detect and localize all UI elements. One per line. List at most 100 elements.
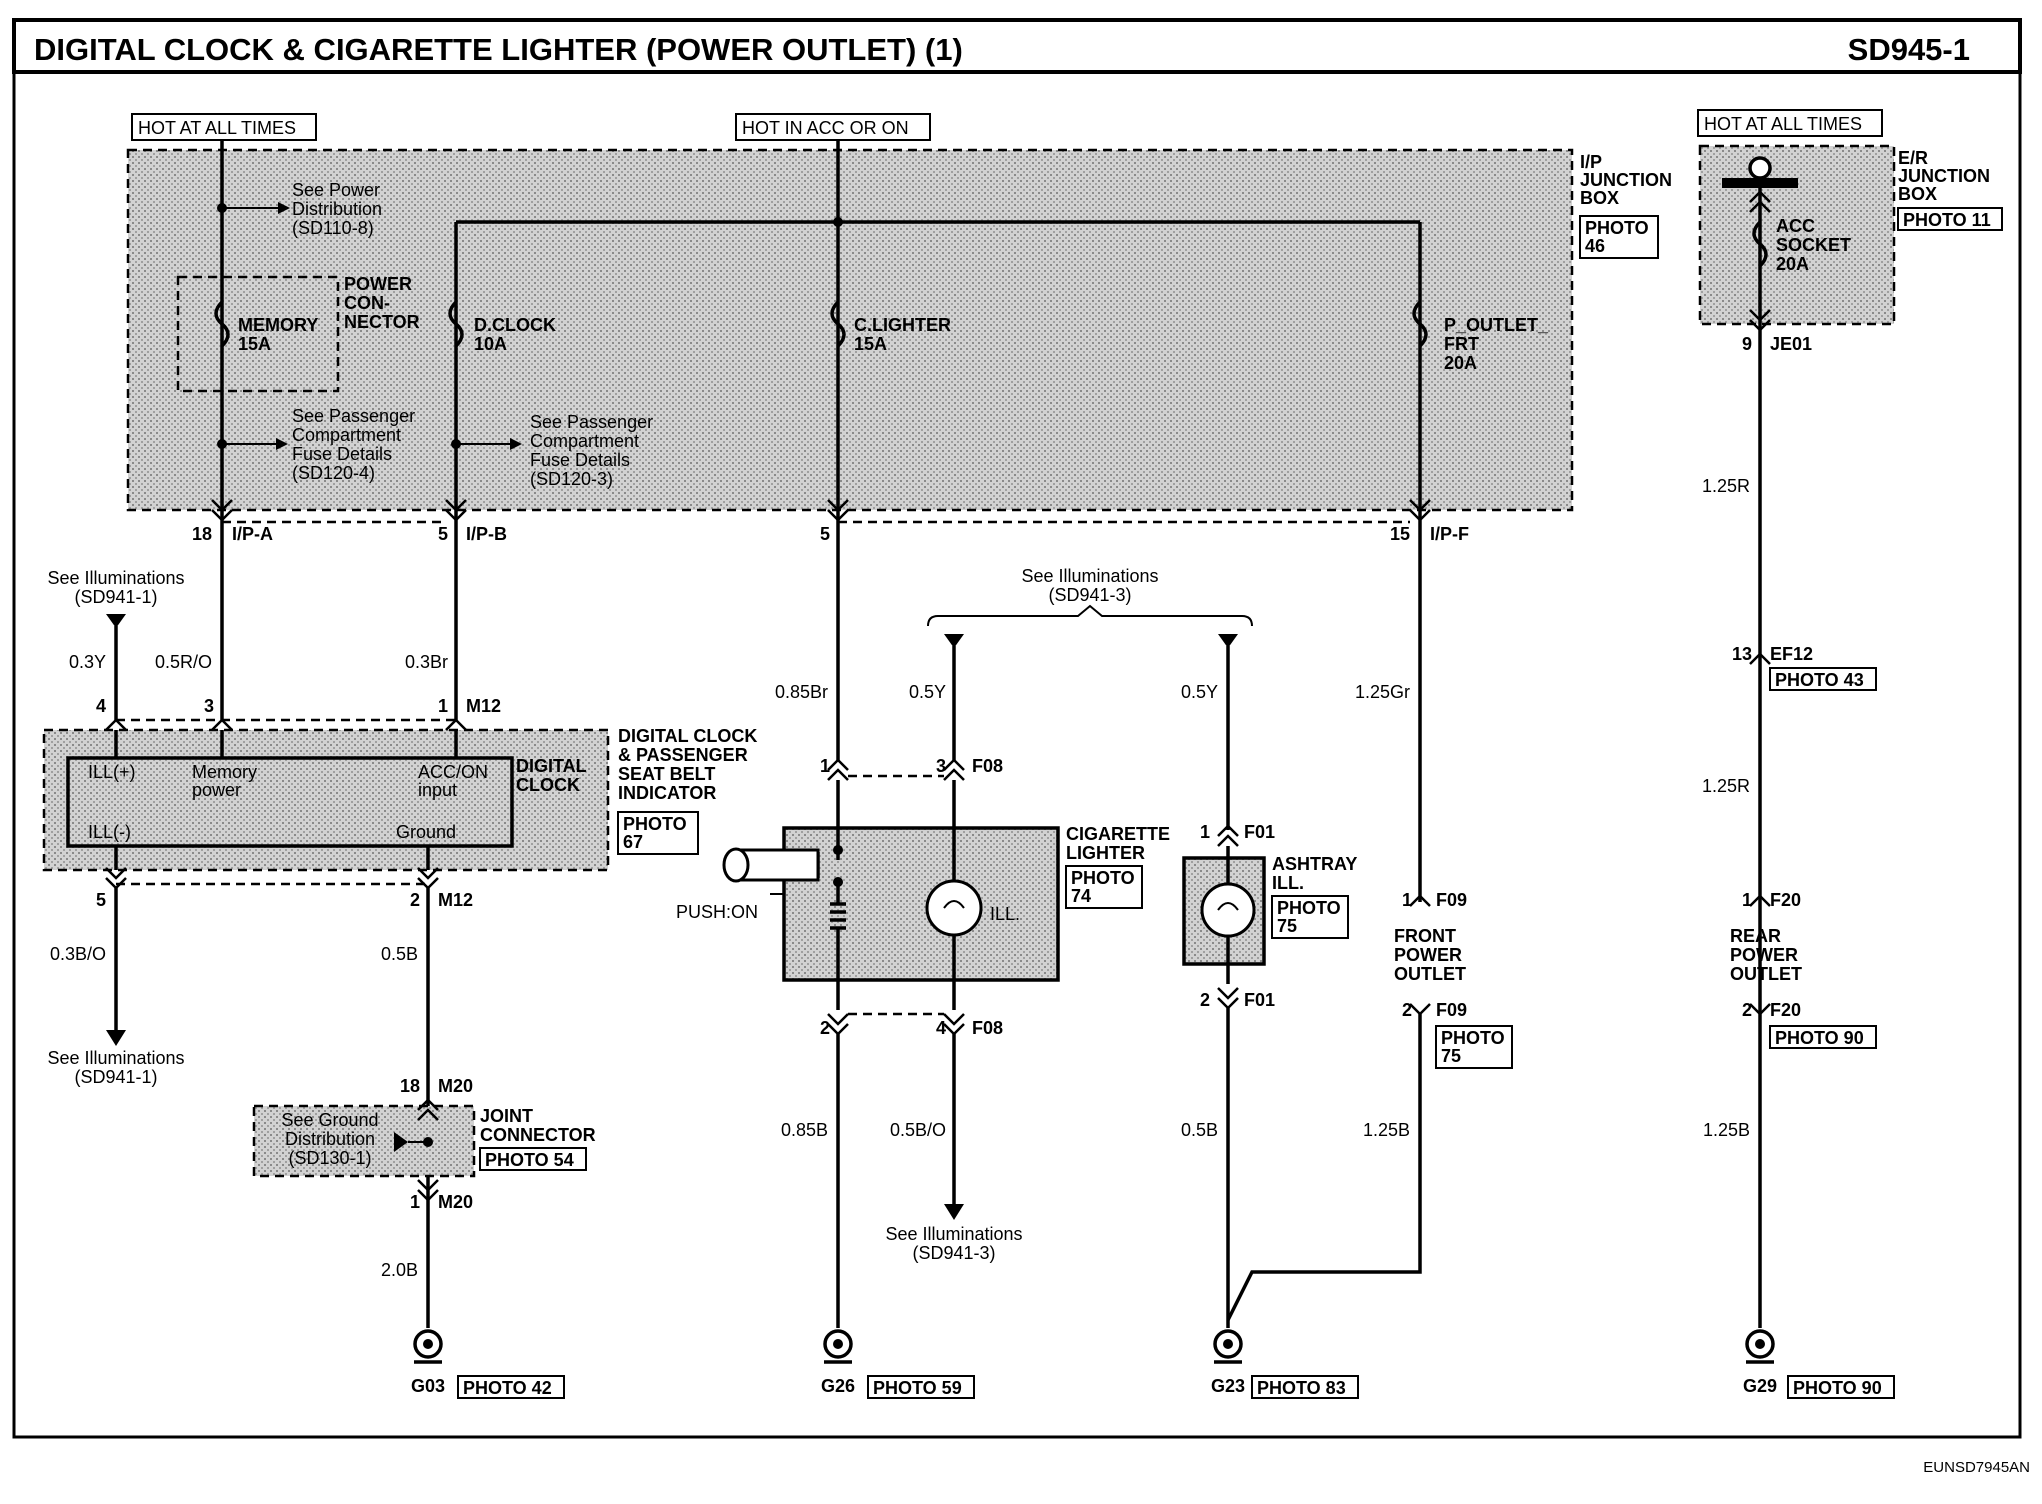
memory-fuse-label: MEMORY (238, 315, 318, 335)
svg-text:M12: M12 (438, 890, 473, 910)
header: DIGITAL CLOCK & CIGARETTE LIGHTER (POWER… (12, 18, 2022, 74)
svg-text:2: 2 (410, 890, 420, 910)
clighter-fuse-label: C.LIGHTER (854, 315, 951, 335)
svg-text:67: 67 (623, 832, 643, 852)
svg-text:POWER: POWER (344, 274, 412, 294)
svg-text:F01: F01 (1244, 990, 1275, 1010)
svg-text:FRONT: FRONT (1394, 926, 1456, 946)
svg-text:JE01: JE01 (1770, 334, 1812, 354)
svg-text:PHOTO 90: PHOTO 90 (1775, 1028, 1864, 1048)
svg-text:4: 4 (96, 696, 106, 716)
hot-at-all-times-er-label: HOT AT ALL TIMES (1704, 114, 1862, 134)
svg-text:BOX: BOX (1898, 184, 1937, 204)
svg-text:I/P-A: I/P-A (232, 524, 273, 544)
svg-text:I/P: I/P (1580, 152, 1602, 172)
svg-text:NECTOR: NECTOR (344, 312, 420, 332)
acc-socket-fuse-label: ACC (1776, 216, 1815, 236)
poutlet-fuse-label: P_OUTLET_ (1444, 315, 1549, 335)
svg-text:1.25R: 1.25R (1702, 776, 1750, 796)
svg-text:PHOTO 59: PHOTO 59 (873, 1378, 962, 1398)
svg-text:13: 13 (1732, 644, 1752, 664)
memory-circuit: See Power Distribution (SD110-8) POWER C… (155, 140, 420, 720)
svg-text:G23: G23 (1211, 1376, 1245, 1396)
svg-text:JUNCTION: JUNCTION (1580, 170, 1672, 190)
svg-text:1: 1 (1200, 822, 1210, 842)
svg-text:0.3Br: 0.3Br (405, 652, 448, 672)
svg-text:M20: M20 (438, 1076, 473, 1096)
svg-text:See Illuminations: See Illuminations (47, 568, 184, 588)
svg-text:1: 1 (820, 756, 830, 776)
svg-text:JUNCTION: JUNCTION (1898, 166, 1990, 186)
poutlet-circuit: P_OUTLET_ FRT 20A 15 I/P-F 1.25Gr (838, 222, 1549, 902)
svg-text:20A: 20A (1776, 254, 1809, 274)
svg-text:PHOTO: PHOTO (1071, 868, 1135, 888)
svg-text:0.85Br: 0.85Br (775, 682, 828, 702)
power-connector-box (176, 275, 340, 393)
svg-text:JOINT: JOINT (480, 1106, 533, 1126)
power-labels: HOT AT ALL TIMES HOT IN ACC OR ON HOT AT… (131, 109, 1883, 141)
svg-text:power: power (192, 780, 241, 800)
svg-text:CIGARETTE: CIGARETTE (1066, 824, 1170, 844)
svg-text:F08: F08 (972, 1018, 1003, 1038)
svg-text:(SD110-8): (SD110-8) (292, 218, 374, 238)
svg-text:EF12: EF12 (1770, 644, 1813, 664)
footer-code: EUNSD7945AN (1923, 1459, 2030, 1476)
svg-text:0.5Y: 0.5Y (1181, 682, 1218, 702)
svg-text:F20: F20 (1770, 1000, 1801, 1020)
svg-text:PHOTO: PHOTO (623, 814, 687, 834)
svg-text:0.85B: 0.85B (781, 1120, 828, 1140)
svg-text:OUTLET: OUTLET (1730, 964, 1802, 984)
svg-text:PUSH:ON: PUSH:ON (676, 902, 758, 922)
svg-text:75: 75 (1277, 916, 1297, 936)
svg-text:4: 4 (936, 1018, 946, 1038)
diagram-frame (12, 70, 2022, 1439)
svg-text:I/P-B: I/P-B (466, 524, 507, 544)
svg-text:1: 1 (1742, 890, 1752, 910)
svg-text:G03: G03 (411, 1376, 445, 1396)
svg-text:See Power: See Power (292, 180, 380, 200)
svg-text:E/R: E/R (1898, 148, 1928, 168)
svg-text:1.25B: 1.25B (1703, 1120, 1750, 1140)
page-code: SD945-1 (1848, 32, 1970, 67)
svg-text:2: 2 (1742, 1000, 1752, 1020)
svg-text:PHOTO 83: PHOTO 83 (1257, 1378, 1346, 1398)
clock-ground-circuit: 0.5B 18 M20 See Ground Distribution (SD1… (252, 888, 596, 1328)
rear-power-outlet: 1.25R 13 EF12 PHOTO 43 1.25R 1 F20 REAR … (1702, 340, 1877, 1328)
svg-text:75: 75 (1441, 1046, 1461, 1066)
svg-text:See Ground: See Ground (281, 1110, 378, 1130)
svg-text:ILL.: ILL. (990, 904, 1020, 924)
svg-text:1.25Gr: 1.25Gr (1355, 682, 1410, 702)
svg-text:REAR: REAR (1730, 926, 1781, 946)
svg-text:Fuse Details: Fuse Details (530, 450, 630, 470)
svg-text:PHOTO 11: PHOTO 11 (1903, 210, 1991, 230)
svg-text:46: 46 (1585, 236, 1605, 256)
svg-text:F20: F20 (1770, 890, 1801, 910)
svg-text:CONNECTOR: CONNECTOR (480, 1125, 596, 1145)
svg-text:(SD120-4): (SD120-4) (292, 463, 375, 483)
svg-text:G29: G29 (1743, 1376, 1777, 1396)
svg-text:F01: F01 (1244, 822, 1275, 842)
svg-text:M12: M12 (466, 696, 501, 716)
svg-text:ILL(+): ILL(+) (88, 762, 136, 782)
ground-g26: G26 PHOTO 59 (821, 1329, 975, 1399)
svg-text:F09: F09 (1436, 1000, 1467, 1020)
svg-text:F09: F09 (1436, 890, 1467, 910)
svg-text:0.5B: 0.5B (1181, 1120, 1218, 1140)
svg-text:G26: G26 (821, 1376, 855, 1396)
svg-text:5: 5 (438, 524, 448, 544)
svg-text:POWER: POWER (1394, 945, 1462, 965)
svg-text:0.5R/O: 0.5R/O (155, 652, 212, 672)
svg-text:Distribution: Distribution (285, 1129, 375, 1149)
svg-text:1: 1 (1402, 890, 1412, 910)
svg-text:(SD941-1): (SD941-1) (74, 1067, 157, 1087)
svg-text:(SD941-1): (SD941-1) (74, 587, 157, 607)
svg-text:See Illuminations: See Illuminations (47, 1048, 184, 1068)
svg-text:Ground: Ground (396, 822, 456, 842)
svg-text:9: 9 (1742, 334, 1752, 354)
ground-g29: G29 PHOTO 90 (1743, 1329, 1895, 1399)
svg-text:PHOTO 54: PHOTO 54 (485, 1150, 574, 1170)
svg-text:15A: 15A (854, 334, 887, 354)
svg-text:PHOTO: PHOTO (1277, 898, 1341, 918)
fuse-symbols (214, 300, 1428, 348)
